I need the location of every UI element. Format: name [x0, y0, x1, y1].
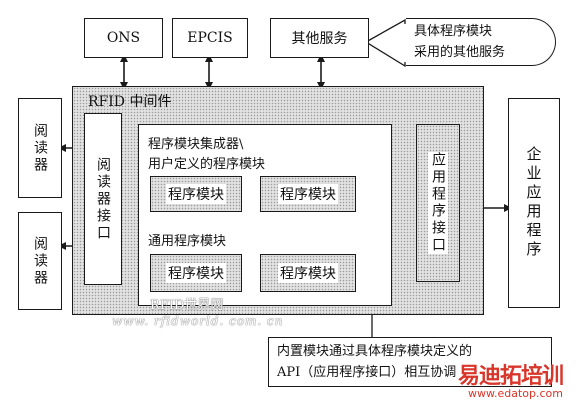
epcis-box: EPCIS	[172, 18, 248, 58]
user-defined-title: 用户定义的程序模块	[148, 157, 266, 172]
common-module-1: 程序模块	[150, 254, 242, 292]
ons-label: ONS	[106, 30, 141, 46]
reader-2-label: 阅读器	[32, 235, 48, 287]
reader-interface-label: 阅读器接口	[95, 156, 111, 242]
integrator-title: 程序模块集成器\	[148, 137, 244, 152]
user-module-2: 程序模块	[260, 176, 356, 212]
top-callout-line1: 具体程序模块	[414, 24, 493, 39]
epcis-label: EPCIS	[187, 30, 233, 46]
reader-box-1: 阅读器	[18, 98, 62, 198]
bottom-callout-line2: API（应用程序接口）相互协调	[277, 365, 457, 380]
watermark-edatop-cn: 易迪拓培训	[458, 364, 564, 389]
middleware-title: RFID 中间件	[88, 94, 172, 110]
top-callout-pointer	[364, 18, 406, 68]
enterprise-label: 企业应用程序	[524, 146, 543, 260]
app-interface-box: 应用程序接口	[416, 124, 460, 282]
user-module-2-label: 程序模块	[278, 184, 338, 204]
watermark-rfid-cn: RFID世界网	[150, 298, 224, 313]
top-callout-line2: 采用的其他服务	[414, 45, 506, 60]
watermark-rfid-url: www. rfidworld. com. cn	[112, 314, 284, 328]
ons-box: ONS	[84, 18, 163, 58]
reader-interface-box: 阅读器接口	[84, 113, 122, 285]
common-title: 通用程序模块	[148, 234, 227, 249]
bottom-callout-line1: 内置模块通过具体程序模块定义的	[277, 344, 473, 359]
common-module-2-label: 程序模块	[278, 263, 338, 283]
common-module-1-label: 程序模块	[166, 263, 226, 283]
user-module-1-label: 程序模块	[166, 184, 226, 204]
reader-box-2: 阅读器	[18, 212, 62, 310]
reader-1-label: 阅读器	[32, 122, 48, 174]
user-module-1: 程序模块	[150, 176, 242, 212]
app-interface-label: 应用程序接口	[428, 152, 448, 254]
bottom-callout: 内置模块通过具体程序模块定义的 API（应用程序接口）相互协调	[268, 337, 552, 387]
other-service-box: 其他服务	[270, 18, 369, 58]
enterprise-box: 企业应用程序	[508, 98, 560, 308]
other-service-label: 其他服务	[291, 31, 348, 47]
watermark-edatop-url: www.edatop.com	[468, 387, 563, 400]
top-callout: 具体程序模块 采用的其他服务	[406, 18, 556, 66]
common-module-2: 程序模块	[260, 254, 356, 292]
